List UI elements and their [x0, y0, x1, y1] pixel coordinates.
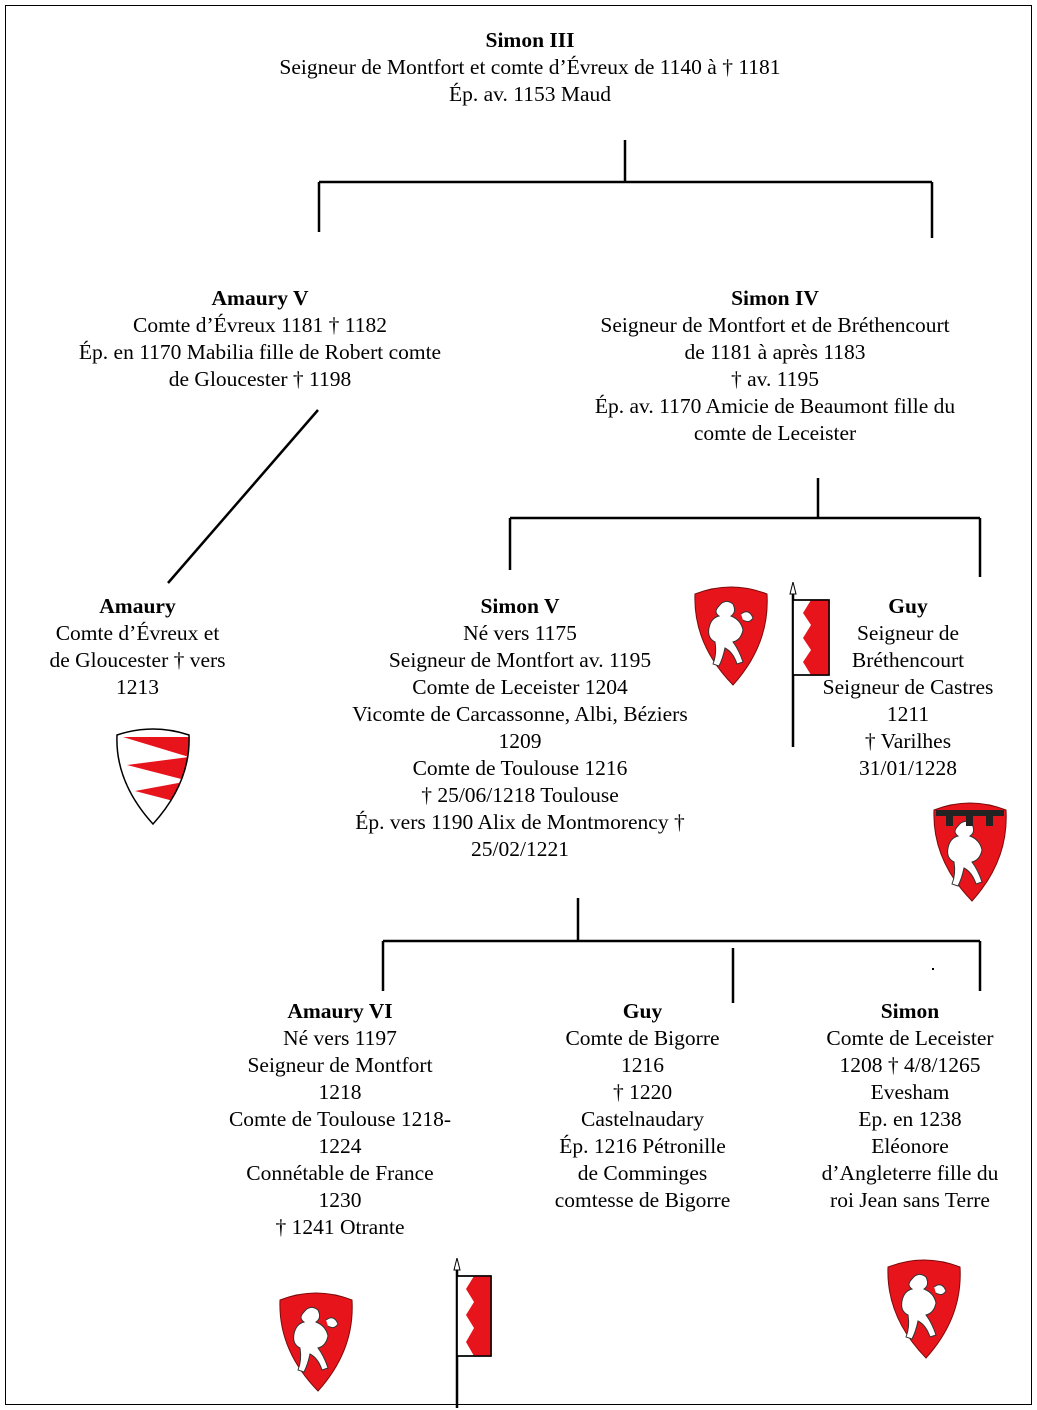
banner-flag-icon [789, 582, 830, 747]
person-simon-v: Simon V Né vers 1175 Seigneur de Montfor… [300, 593, 740, 863]
shield-chevrons-icon [116, 728, 190, 826]
person-name: Simon III [485, 28, 575, 52]
person-simon-iii: Simon III Seigneur de Montfort et comte … [180, 27, 880, 108]
person-detail: 25/02/1221 [471, 837, 569, 861]
person-amaury-vi: Amaury VI Né vers 1197 Seigneur de Montf… [190, 998, 490, 1241]
person-detail: Né vers 1197 [283, 1026, 397, 1050]
person-detail: 1208 † 4/8/1265 [839, 1053, 981, 1077]
person-name: Simon IV [731, 286, 819, 310]
person-detail: Vicomte de Carcassonne, Albi, Béziers [352, 702, 688, 726]
person-simon-iv: Simon IV Seigneur de Montfort et de Brét… [525, 285, 1025, 447]
person-name: Guy [888, 594, 928, 618]
person-detail: † Varilhes [864, 729, 952, 753]
person-detail: Comte de Leceister [826, 1026, 994, 1050]
person-name: Simon [880, 999, 940, 1023]
person-name: Simon V [480, 594, 560, 618]
person-detail: 1209 [498, 729, 542, 753]
person-detail: Connétable de France [246, 1161, 434, 1185]
person-detail: Ép. 1216 Pétronille [559, 1134, 726, 1158]
person-detail: 1218 [318, 1080, 362, 1104]
person-detail: 1224 [318, 1134, 362, 1158]
person-name: Amaury VI [287, 999, 393, 1023]
person-detail: 1216 [621, 1053, 664, 1077]
lion-shield-icon [279, 1292, 353, 1392]
stray-dot [932, 968, 934, 970]
person-detail: de 1181 à après 1183 [684, 340, 866, 364]
banner-flag-icon [453, 1258, 492, 1408]
person-detail: 1213 [116, 675, 159, 699]
lion-shield-icon [887, 1259, 961, 1359]
person-detail: Bréthencourt [851, 648, 965, 672]
person-detail: Comte d’Évreux 1181 † 1182 [133, 313, 387, 337]
person-detail: Seigneur de Castres [822, 675, 994, 699]
person-detail: † av. 1195 [731, 367, 819, 391]
person-detail: 1230 [318, 1188, 362, 1212]
person-detail: Comte de Toulouse 1216 [412, 756, 628, 780]
person-detail: Castelnaudary [581, 1107, 704, 1131]
person-detail: de Comminges [577, 1161, 708, 1185]
person-detail: roi Jean sans Terre [830, 1188, 990, 1212]
person-detail: Seigneur de Montfort et comte d’Évreux d… [279, 55, 781, 79]
person-detail: Ép. av. 1170 Amicie de Beaumont fille du [594, 394, 956, 418]
person-simon-leceister: Simon Comte de Leceister 1208 † 4/8/1265… [790, 998, 1030, 1214]
person-detail: † 1241 Otrante [275, 1215, 405, 1239]
diagram-frame [5, 5, 1032, 1405]
person-amaury: Amaury Comte d’Évreux et de Gloucester †… [15, 593, 260, 701]
person-name: Guy [622, 999, 663, 1023]
person-detail: Né vers 1175 [463, 621, 577, 645]
person-detail: de Gloucester † 1198 [168, 367, 352, 391]
lion-shield-icon [694, 586, 768, 686]
person-detail: † 25/06/1218 Toulouse [421, 783, 619, 807]
person-guy-bigorre: Guy Comte de Bigorre 1216 † 1220 Casteln… [520, 998, 765, 1214]
person-detail: comte de Leceister [693, 421, 857, 445]
person-detail: Comte de Toulouse 1218- [228, 1107, 452, 1131]
person-detail: Ép. vers 1190 Alix de Montmorency † [355, 810, 685, 834]
person-detail: Seigneur de Montfort et de Bréthencourt [600, 313, 950, 337]
person-detail: 1211 [886, 702, 930, 726]
person-detail: Comte de Leceister 1204 [412, 675, 628, 699]
person-detail: Ép. en 1170 Mabilia fille de Robert comt… [78, 340, 442, 364]
person-detail: Comte de Bigorre [565, 1026, 720, 1050]
person-name: Amaury V [211, 286, 309, 310]
person-detail: Seigneur de [856, 621, 960, 645]
person-detail: Comte d’Évreux et [55, 621, 220, 645]
person-amaury-v: Amaury V Comte d’Évreux 1181 † 1182 Ép. … [20, 285, 500, 393]
person-detail: † 1220 [612, 1080, 673, 1104]
person-detail: d’Angleterre fille du [821, 1161, 999, 1185]
person-detail: Ep. en 1238 [858, 1107, 962, 1131]
person-detail: Evesham [870, 1080, 950, 1104]
connector-amaury5-to-amaury [167, 409, 319, 584]
lion-shield-label-icon [933, 802, 1007, 902]
person-detail: de Gloucester † vers [49, 648, 226, 672]
person-guy-brethencourt: Guy Seigneur de Bréthencourt Seigneur de… [788, 593, 1028, 782]
person-name: Amaury [99, 594, 176, 618]
person-detail: Ép. av. 1153 Maud [448, 82, 612, 106]
person-detail: 31/01/1228 [859, 756, 957, 780]
person-detail: Seigneur de Montfort av. 1195 [388, 648, 652, 672]
person-detail: Seigneur de Montfort [247, 1053, 433, 1077]
person-detail: Eléonore [871, 1134, 949, 1158]
person-detail: comtesse de Bigorre [554, 1188, 731, 1212]
